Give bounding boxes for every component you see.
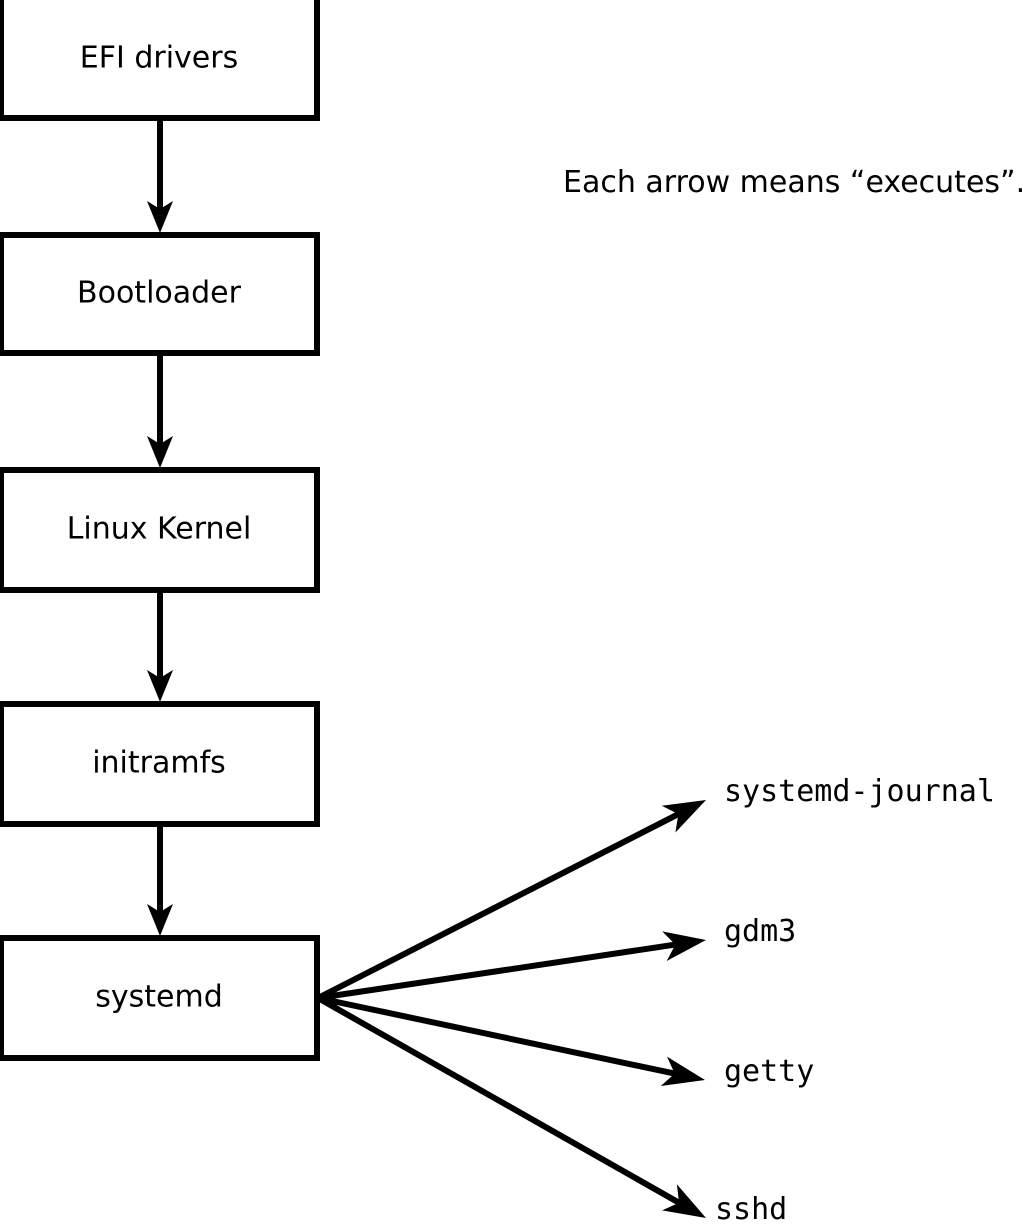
arrow-shaft [317, 941, 676, 1001]
fan-arrows-layer [316, 800, 706, 1218]
boot-stage-label: initramfs [92, 746, 226, 781]
spawn-arrow-systemd-to-getty [317, 995, 705, 1086]
boot-stage-box [0, 935, 320, 1061]
arrow-head-icon [661, 800, 706, 833]
spawn-arrow-systemd-to-sshd [316, 995, 706, 1218]
boot-stage-efi-drivers[interactable]: EFI drivers [0, 0, 320, 121]
boot-stage-box [0, 701, 320, 827]
chain-arrow-linux-kernel-to-initramfs [147, 590, 173, 702]
boot-stage-initramfs[interactable]: initramfs [0, 701, 320, 827]
boot-stage-box [0, 467, 320, 593]
boot-stage-linux-kernel[interactable]: Linux Kernel [0, 467, 320, 593]
arrow-shaft [317, 995, 676, 1077]
boot-stage-label: systemd [95, 980, 223, 1015]
chain-arrows-layer [147, 118, 173, 936]
arrow-head-icon [147, 436, 173, 468]
chain-arrow-efi-drivers-to-bootloader [147, 118, 173, 233]
chain-arrow-bootloader-to-linux-kernel [147, 353, 173, 468]
arrow-head-icon [147, 904, 173, 936]
arrow-head-icon [662, 1184, 706, 1218]
spawned-process-labels-layer: systemd-journal gdm3 getty sshd [715, 774, 995, 1227]
boot-stage-label: Linux Kernel [67, 512, 252, 547]
legend-note: Each arrow means “executes”. [563, 165, 1023, 200]
spawned-process-label-gdm3: gdm3 [724, 914, 796, 949]
spawned-process-label-sshd: sshd [715, 1192, 787, 1227]
boot-stage-systemd[interactable]: systemd [0, 935, 320, 1061]
chain-arrow-initramfs-to-systemd [147, 824, 173, 936]
spawn-arrow-systemd-to-gdm3 [317, 931, 706, 1001]
boot-stage-bootloader[interactable]: Bootloader [0, 232, 320, 356]
boot-stage-box [0, 0, 320, 121]
boot-stage-label: EFI drivers [80, 41, 238, 76]
spawn-arrow-systemd-to-systemd-journal [316, 800, 706, 1001]
arrow-shaft [316, 995, 681, 1206]
boot-stage-box [0, 232, 320, 356]
arrow-head-icon [662, 931, 706, 962]
arrow-shaft [316, 811, 680, 1001]
arrow-head-icon [660, 1056, 705, 1086]
arrow-head-icon [147, 201, 173, 233]
spawned-process-label-systemd-journal: systemd-journal [724, 774, 995, 809]
spawned-process-label-getty: getty [724, 1054, 814, 1089]
arrow-head-icon [147, 670, 173, 702]
boot-stage-label: Bootloader [77, 276, 242, 311]
